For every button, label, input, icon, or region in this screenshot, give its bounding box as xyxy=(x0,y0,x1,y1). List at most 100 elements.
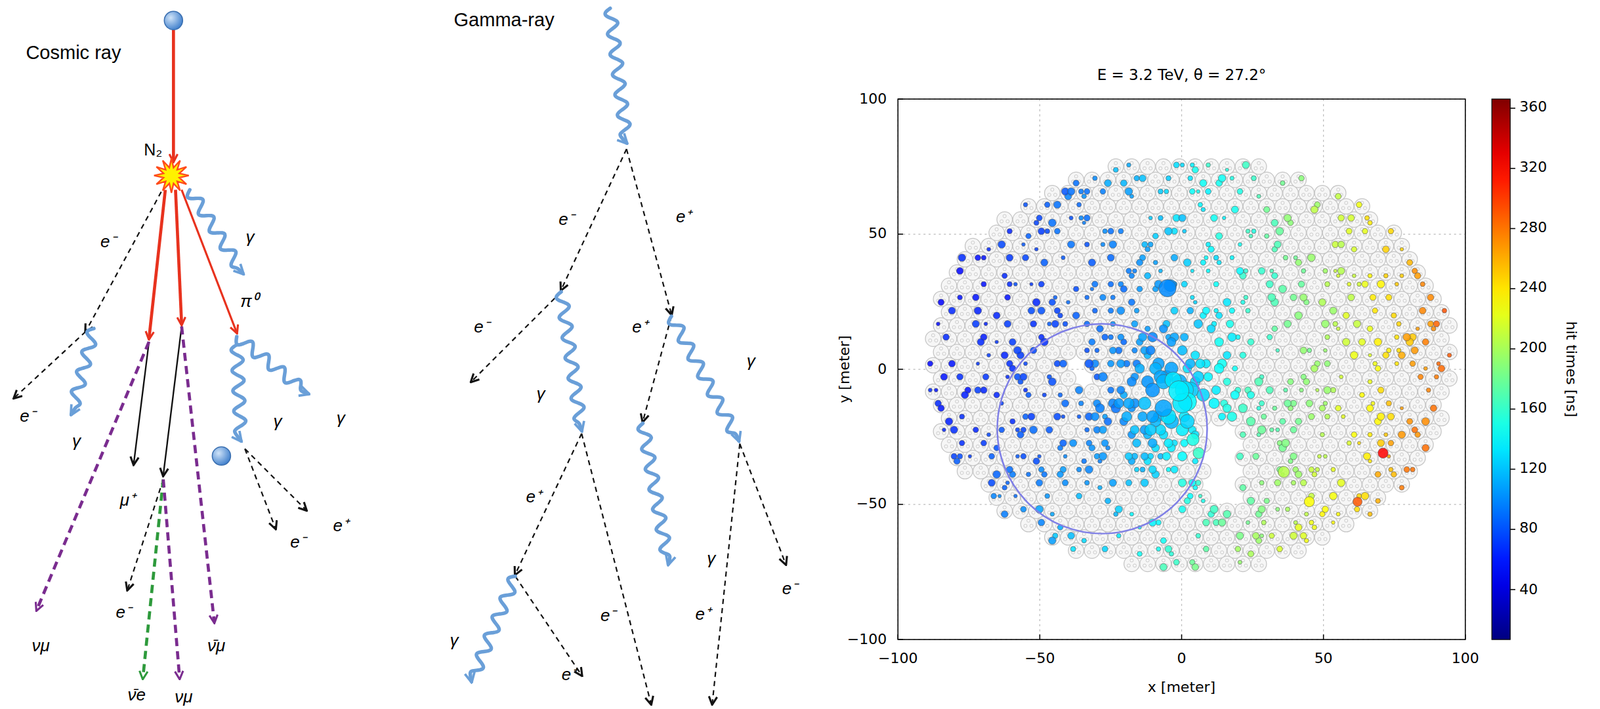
particle-label: e⁻ xyxy=(558,210,574,230)
tick-mark xyxy=(1510,408,1516,411)
particle-label: νμ xyxy=(32,636,50,656)
tick-mark xyxy=(1510,528,1516,531)
tick-label: 160 xyxy=(1519,400,1547,417)
particle-track xyxy=(148,189,166,339)
tick-mark xyxy=(1510,589,1516,591)
particle-track xyxy=(471,292,562,382)
particle-label: e⁺ xyxy=(631,316,648,337)
particle-track xyxy=(712,444,740,705)
particle-track xyxy=(244,448,306,510)
particle-label: γ xyxy=(536,384,546,404)
particle-ball xyxy=(211,446,231,466)
particle-label: e⁻ xyxy=(100,232,116,252)
particle-name: Gamma-ray xyxy=(454,9,555,31)
tick-mark xyxy=(897,504,904,506)
plot-frame xyxy=(897,99,1465,640)
tick-label: 0 xyxy=(877,361,887,378)
tick-mark xyxy=(1510,107,1516,109)
particle-track xyxy=(244,448,276,529)
tick-label: −50 xyxy=(1024,651,1055,667)
particle-track xyxy=(36,341,149,611)
tick-mark xyxy=(1181,634,1183,640)
particle-ball xyxy=(164,11,183,30)
particle-label: μ⁺ xyxy=(120,490,136,510)
particle-track xyxy=(143,479,164,679)
particle-track xyxy=(163,479,180,679)
tick-label: 280 xyxy=(1519,219,1547,236)
photon-wave xyxy=(231,345,246,442)
particle-label: γ xyxy=(336,408,346,428)
particle-track xyxy=(626,148,672,315)
particle-track xyxy=(85,192,162,333)
particle-label: νμ xyxy=(174,687,193,707)
particle-label: e⁺ xyxy=(561,664,577,684)
particle-label: γ xyxy=(746,351,756,371)
photon-wave xyxy=(668,316,739,442)
particle-label: e⁻ xyxy=(782,579,798,599)
tick-mark xyxy=(1510,469,1516,471)
tick-label: 100 xyxy=(1451,651,1480,667)
particle-track xyxy=(181,189,237,333)
particle-label: e⁻ xyxy=(290,532,306,552)
tick-label: 320 xyxy=(1519,159,1547,176)
tick-mark xyxy=(1510,228,1516,230)
photon-wave xyxy=(605,8,631,144)
axis-title: hit times [ns] xyxy=(1563,321,1579,418)
tick-mark xyxy=(1323,634,1325,640)
tick-mark xyxy=(1510,288,1516,290)
particle-track xyxy=(515,576,582,676)
tick-mark xyxy=(1039,634,1041,640)
tick-mark xyxy=(897,368,904,371)
particle-track xyxy=(739,444,786,565)
tick-label: 50 xyxy=(868,225,887,242)
tick-label: 0 xyxy=(1177,651,1187,667)
tick-mark xyxy=(1510,348,1516,350)
tick-label: −100 xyxy=(847,631,887,648)
tick-label: 100 xyxy=(859,91,887,107)
particle-label: π⁰ xyxy=(240,291,258,311)
particle-label: γ xyxy=(245,227,254,247)
plot-title: E = 3.2 TeV, θ = 27.2° xyxy=(1097,66,1267,84)
particle-label: e⁻ xyxy=(19,406,35,426)
particle-label: ν̄e xyxy=(127,685,146,705)
photon-wave xyxy=(556,292,585,431)
tick-mark xyxy=(1464,634,1467,640)
tick-label: 50 xyxy=(1314,651,1333,667)
particle-label: e⁻ xyxy=(473,316,489,337)
particle-track xyxy=(515,433,582,575)
particle-label: e⁺ xyxy=(525,487,541,507)
particle-label: ν̄μ xyxy=(207,636,226,656)
tick-label: 200 xyxy=(1519,339,1547,356)
particle-label: γ xyxy=(449,631,459,651)
colorbar xyxy=(1491,99,1511,640)
photon-wave xyxy=(187,189,243,274)
particle-track xyxy=(181,326,215,623)
tick-mark xyxy=(1510,168,1516,170)
particle-label: γ xyxy=(273,412,282,432)
molecule-label: N₂ xyxy=(143,141,163,160)
tick-mark xyxy=(897,98,904,100)
tick-label: 240 xyxy=(1519,279,1547,296)
detector-tanks xyxy=(925,158,1457,572)
collision-star xyxy=(154,158,190,193)
tick-mark xyxy=(897,634,899,640)
pmt-hits xyxy=(927,161,1452,571)
photon-wave xyxy=(637,423,670,565)
core-fit-circle xyxy=(997,324,1208,535)
tick-label: 40 xyxy=(1519,582,1538,598)
axis-title: y [meter] xyxy=(836,335,853,403)
particle-label: γ xyxy=(706,548,716,568)
particle-track xyxy=(581,433,652,705)
tick-label: 80 xyxy=(1519,520,1538,537)
particle-label: e⁺ xyxy=(695,605,711,625)
tick-label: 120 xyxy=(1519,460,1547,477)
particle-label: e⁻ xyxy=(600,605,616,625)
photon-wave xyxy=(71,328,96,415)
particle-track xyxy=(163,326,182,476)
particle-label: e⁻ xyxy=(115,603,131,623)
tick-label: 360 xyxy=(1519,99,1547,115)
tick-mark xyxy=(897,233,904,235)
